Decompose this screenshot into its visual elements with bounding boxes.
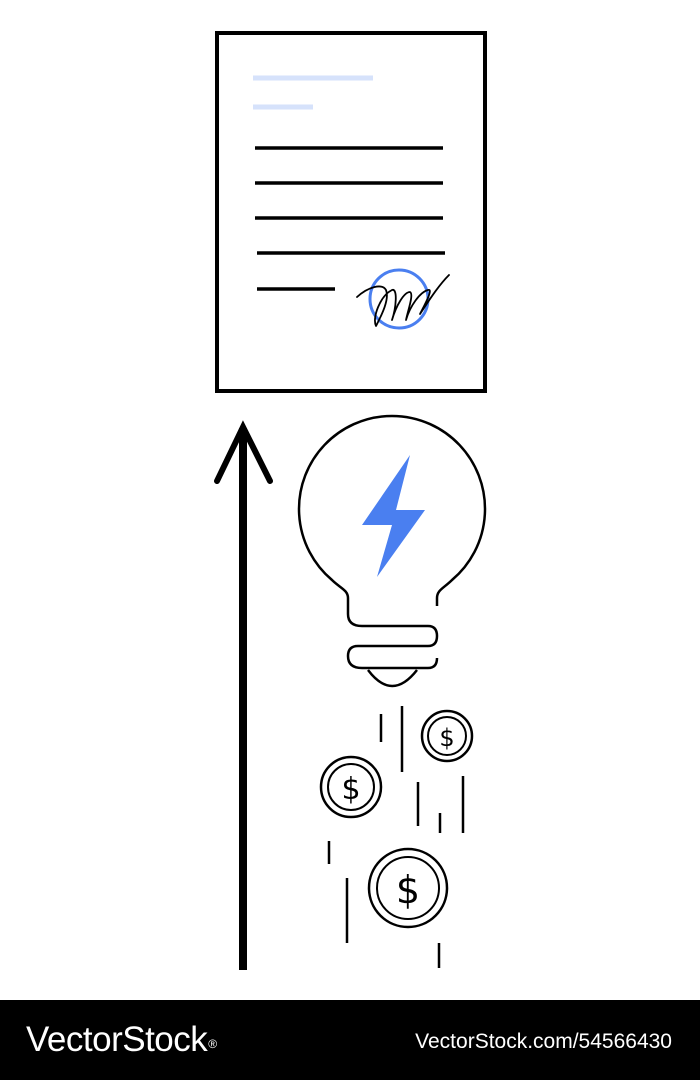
lightbulb-icon xyxy=(297,414,487,688)
document-sheet xyxy=(215,31,487,393)
coin-icon: $ xyxy=(420,709,474,763)
coin-dollar-glyph: $ xyxy=(396,868,420,912)
coin-dollar-glyph: $ xyxy=(439,724,454,752)
signature-seal-icon xyxy=(356,268,450,330)
illustration: $ $ $ xyxy=(214,31,487,970)
watermark-footer: VectorStock® VectorStock.com/54566430 xyxy=(0,1000,700,1080)
bulb-screw-thread xyxy=(346,606,439,670)
coin-icon: $ xyxy=(367,847,449,929)
image-id: VectorStock.com/54566430 xyxy=(415,1030,672,1053)
signed-document-icon xyxy=(215,31,487,393)
bulb-glass xyxy=(297,414,487,606)
motion-lines xyxy=(327,706,465,968)
brand-logo: VectorStock® xyxy=(26,1018,217,1062)
coin-icon: $ xyxy=(319,755,383,819)
signature-scribble xyxy=(356,274,450,327)
brand-registered-mark: ® xyxy=(208,1037,217,1051)
arrow-up-icon xyxy=(214,420,273,970)
coin-dollar-glyph: $ xyxy=(341,772,360,807)
bulb-tip xyxy=(367,669,418,688)
brand-name: VectorStock xyxy=(26,1020,208,1059)
lightning-bolt-icon xyxy=(362,455,425,577)
